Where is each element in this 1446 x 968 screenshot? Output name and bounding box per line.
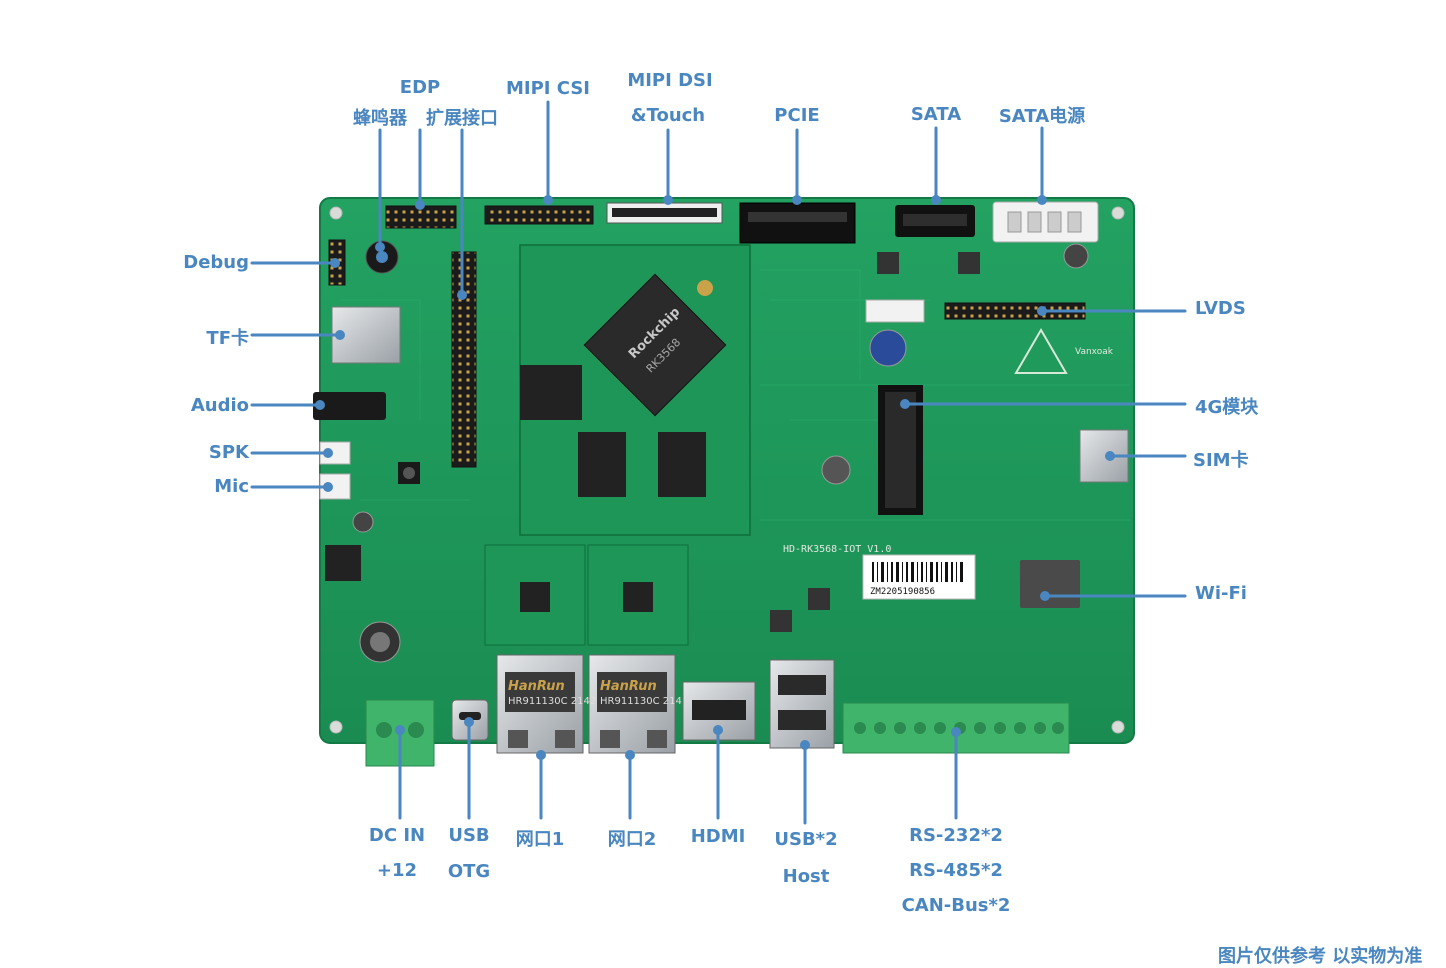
inductor bbox=[325, 545, 361, 581]
label-usb-host: USB*2 bbox=[774, 829, 838, 850]
label-usb-otg: USB bbox=[448, 825, 490, 846]
leader-lines bbox=[250, 100, 1187, 825]
label-dc-in: DC IN bbox=[368, 825, 426, 846]
mount-hole bbox=[329, 720, 343, 734]
label-4g-module: 4G模块 bbox=[1195, 397, 1259, 418]
brand-silk: Vanxoak bbox=[1075, 347, 1114, 357]
label-rs232: RS-232*2 bbox=[909, 825, 1003, 846]
label-lvds: LVDS bbox=[1195, 298, 1246, 319]
ram-chip bbox=[520, 365, 582, 420]
eth-brand-silk-1: HanRun bbox=[508, 679, 565, 694]
label-sata: SATA bbox=[910, 104, 962, 125]
label-debug: Debug bbox=[183, 252, 249, 273]
soc-chip bbox=[583, 273, 727, 417]
mount-hole bbox=[1111, 206, 1125, 220]
label-sata-power: SATA电源 bbox=[998, 106, 1086, 127]
eth-model-silk-1: HR911130C 2142 bbox=[508, 696, 596, 707]
ram-chip bbox=[578, 432, 626, 497]
ram-chip bbox=[658, 432, 706, 497]
label-tf: TF卡 bbox=[206, 328, 249, 349]
label-audio: Audio bbox=[190, 395, 249, 416]
footnote: 图片仅供参考 以实物为准 bbox=[1218, 946, 1423, 967]
label-eth1: 网口1 bbox=[515, 829, 565, 850]
label-mic: Mic bbox=[214, 476, 249, 497]
mipi-csi-header bbox=[484, 205, 594, 225]
mount-hole bbox=[329, 206, 343, 220]
label-dc-in-voltage: +12 bbox=[376, 860, 418, 881]
label-rs485: RS-485*2 bbox=[909, 860, 1003, 881]
label-hdmi: HDMI bbox=[690, 826, 746, 847]
label-sim: SIM卡 bbox=[1193, 450, 1249, 471]
usb-host-port bbox=[769, 659, 835, 749]
label-host: Host bbox=[782, 866, 830, 887]
expansion-header bbox=[451, 251, 477, 468]
label-mipi-dsi: MIPI DSI bbox=[627, 70, 713, 91]
label-mipi-dsi-touch: &Touch bbox=[630, 105, 706, 126]
label-expansion: 扩展接口 bbox=[426, 108, 498, 129]
wifi-module bbox=[1020, 560, 1080, 608]
label-edp: EDP bbox=[399, 77, 441, 98]
mount-hole bbox=[1111, 720, 1125, 734]
label-pcie: PCIE bbox=[774, 105, 820, 126]
board-model-silk: HD-RK3568-IOT V1.0 bbox=[783, 544, 891, 555]
label-spk: SPK bbox=[208, 442, 249, 463]
label-wifi: Wi-Fi bbox=[1195, 583, 1247, 604]
serial-number-silk: ZM2205190856 bbox=[870, 587, 935, 597]
label-buzzer: 蜂鸣器 bbox=[353, 108, 407, 129]
label-eth2: 网口2 bbox=[607, 829, 657, 850]
audio-jack bbox=[313, 392, 386, 420]
label-otg: OTG bbox=[447, 861, 491, 882]
eth-model-silk-2: HR911130C 2142 bbox=[600, 696, 688, 707]
eth-phy-board bbox=[484, 544, 586, 646]
pcie-slot bbox=[739, 202, 856, 244]
eth-brand-silk-2: HanRun bbox=[600, 679, 657, 694]
leader-dots bbox=[315, 195, 1115, 760]
label-mipi-csi: MIPI CSI bbox=[506, 78, 590, 99]
label-can-bus: CAN-Bus*2 bbox=[901, 895, 1011, 916]
